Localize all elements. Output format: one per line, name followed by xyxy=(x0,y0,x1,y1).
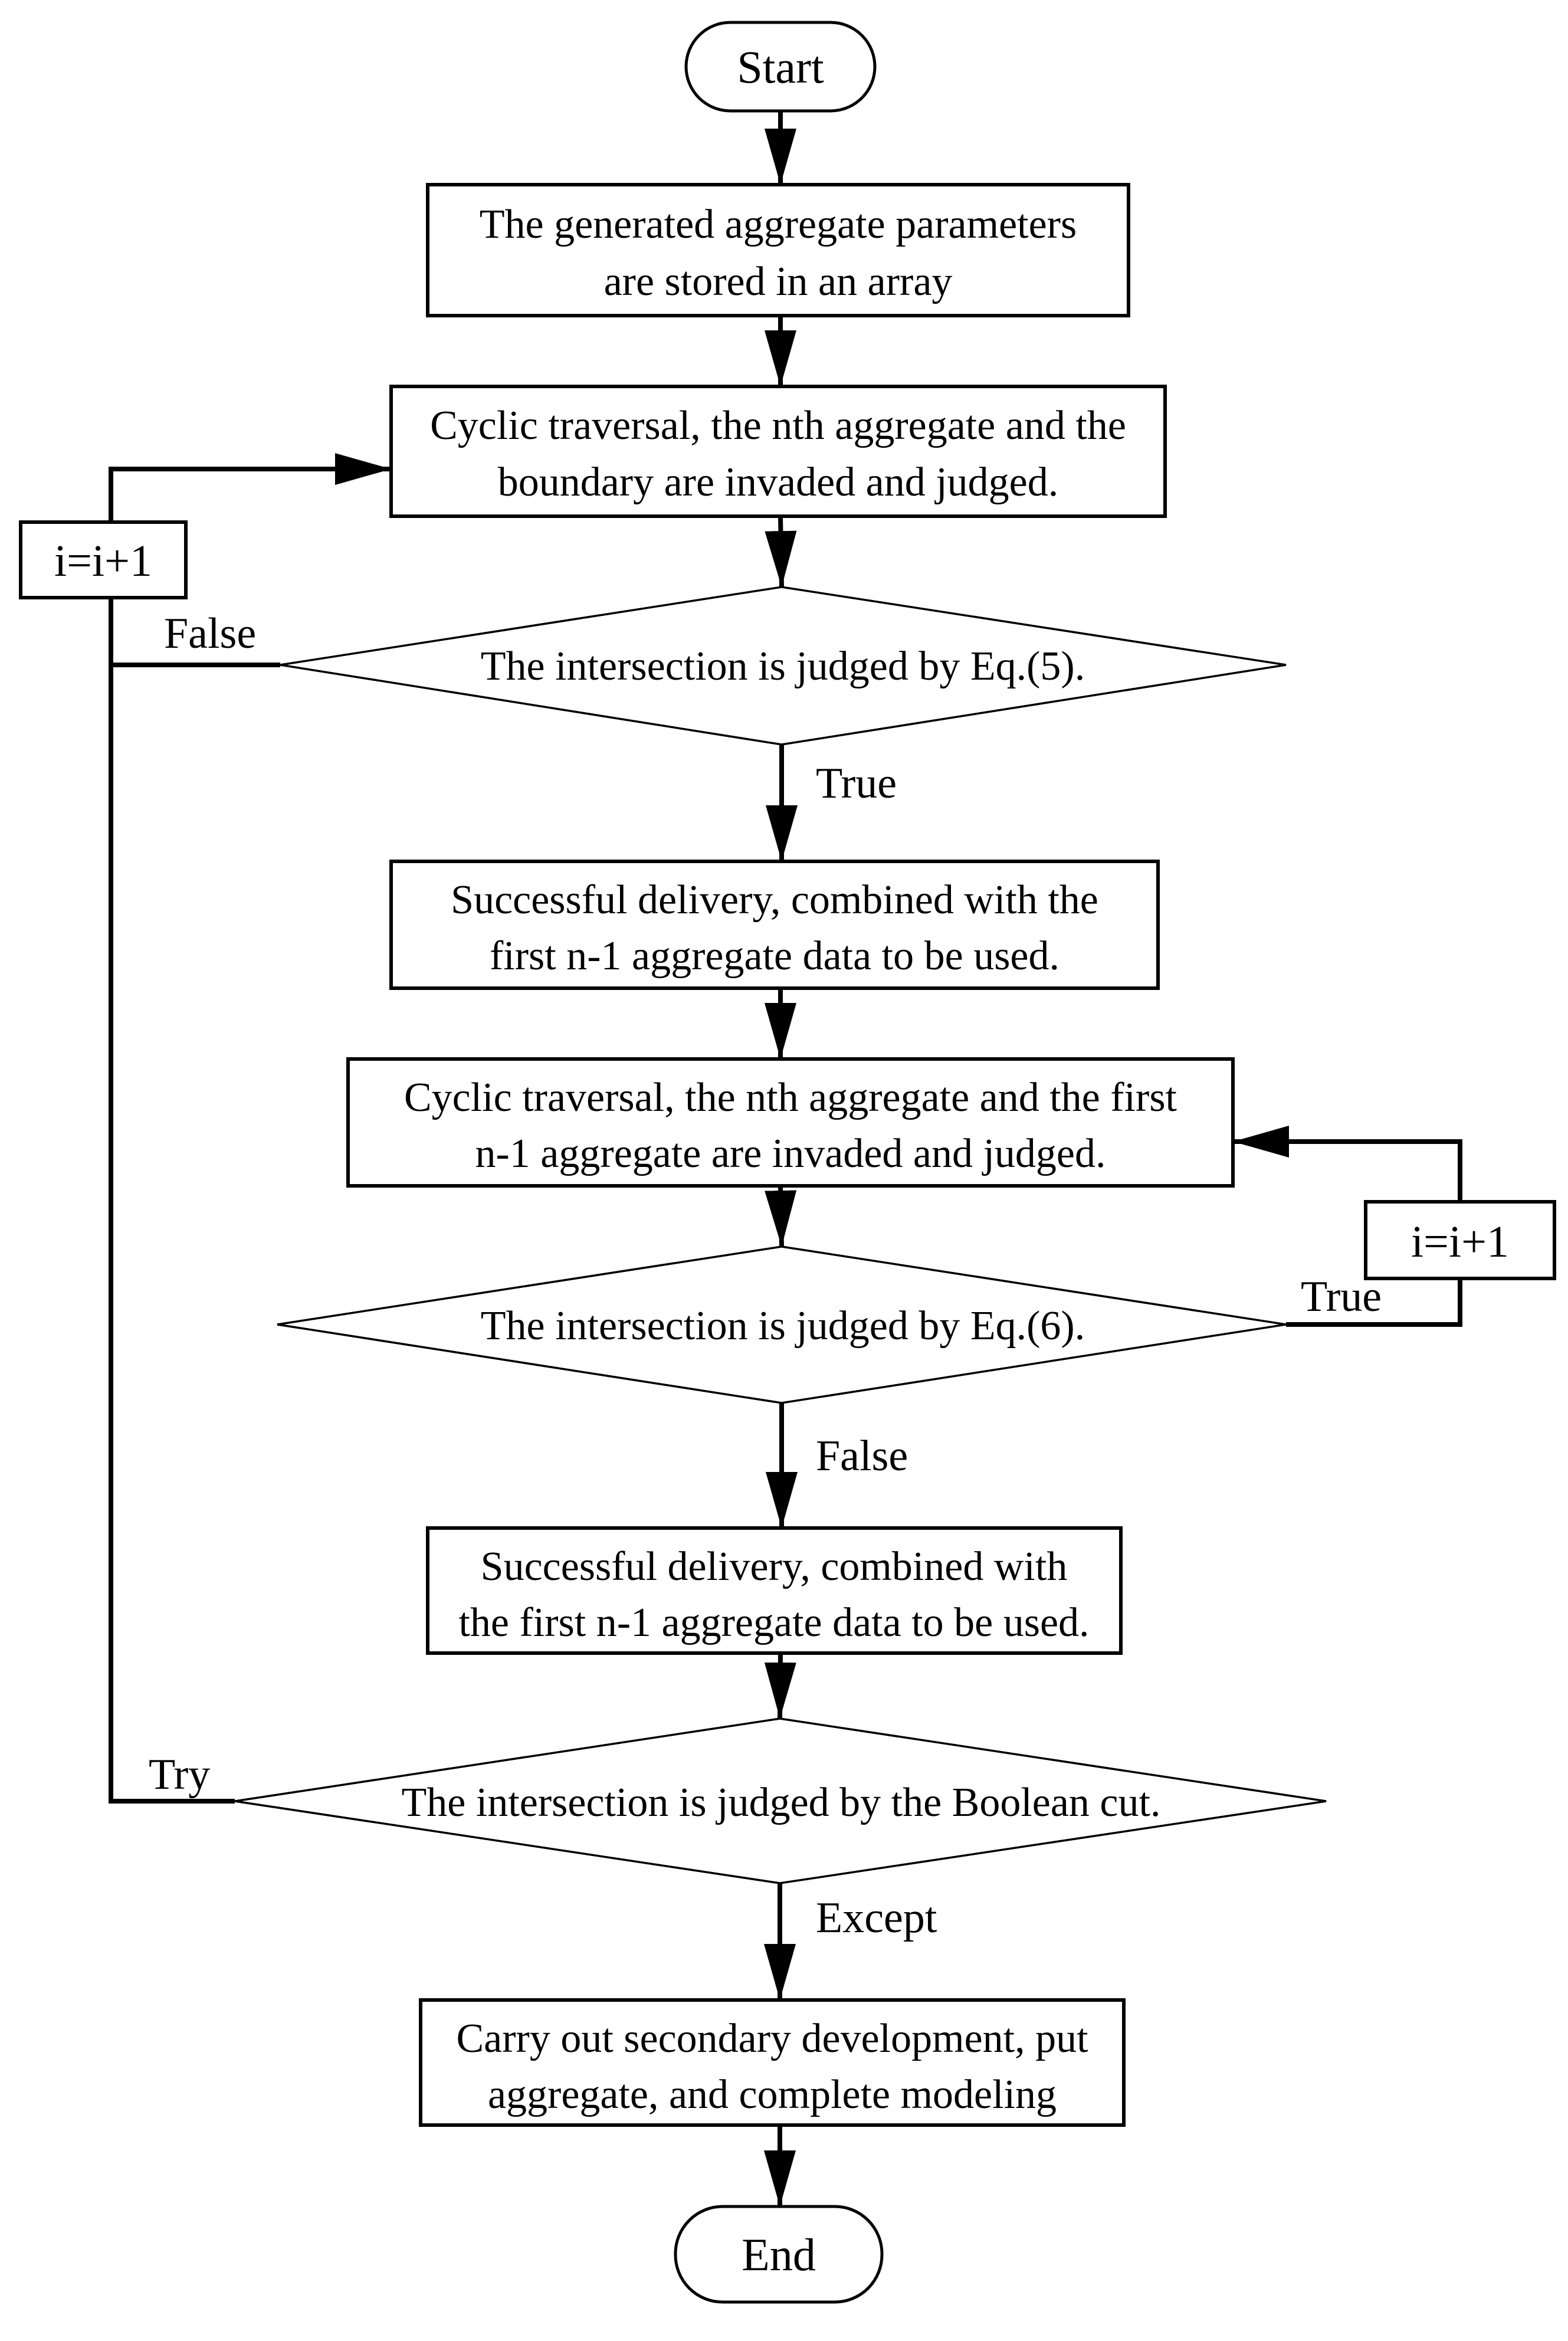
traverse-first-line1: Cyclic traversal, the nth aggregate and … xyxy=(404,1075,1177,1120)
judge-boolean-diamond xyxy=(234,1717,1327,1884)
node-judge-eq5: The intersection is judged by Eq.(5). xyxy=(280,586,1287,746)
judge-eq5-label: The intersection is judged by Eq.(5). xyxy=(481,644,1085,689)
node-traverse-boundary: Cyclic traversal, the nth aggregate and … xyxy=(389,385,1167,518)
node-delivery-second: Successful delivery, combined with the f… xyxy=(426,1526,1123,1655)
secondary-dev-line1: Carry out secondary development, put xyxy=(456,2016,1088,2061)
delivery-second-line1: Successful delivery, combined with xyxy=(481,1544,1068,1589)
store-params-line1: The generated aggregate parameters xyxy=(480,202,1077,247)
node-store-params: The generated aggregate parameters are s… xyxy=(426,183,1130,317)
end-label: End xyxy=(742,2229,816,2280)
traverse-boundary-box xyxy=(389,385,1167,518)
traverse-first-line2: n-1 aggregate are invaded and judged. xyxy=(475,1131,1106,1176)
edge-label-except: Except xyxy=(816,1894,937,1942)
node-secondary-dev: Carry out secondary development, put agg… xyxy=(419,1998,1126,2127)
node-end: End xyxy=(674,2205,884,2304)
node-delivery-first: Successful delivery, combined with the f… xyxy=(389,860,1160,990)
increment-left-box xyxy=(19,520,188,599)
delivery-second-box xyxy=(426,1526,1123,1655)
judge-eq6-label: The intersection is judged by Eq.(6). xyxy=(481,1303,1085,1349)
edge-label-true-eq6: True xyxy=(1301,1273,1382,1321)
delivery-first-line1: Successful delivery, combined with the xyxy=(451,877,1098,923)
increment-left-label: i=i+1 xyxy=(54,536,152,586)
edge-traverse-boundary-to-judge-eq5 xyxy=(765,516,797,588)
traverse-boundary-line2: boundary are invaded and judged. xyxy=(498,460,1059,505)
traverse-first-box xyxy=(346,1057,1235,1188)
node-start: Start xyxy=(684,21,877,113)
increment-right-label: i=i+1 xyxy=(1411,1217,1509,1267)
node-judge-eq6: The intersection is judged by Eq.(6). xyxy=(277,1245,1287,1404)
edge-label-try: Try xyxy=(149,1750,210,1799)
node-increment-right: i=i+1 xyxy=(1364,1200,1556,1280)
traverse-boundary-line1: Cyclic traversal, the nth aggregate and … xyxy=(430,403,1126,448)
edge-label-true-eq5: True xyxy=(816,759,897,808)
increment-right-box xyxy=(1364,1200,1556,1280)
node-increment-left: i=i+1 xyxy=(19,520,188,599)
node-traverse-first: Cyclic traversal, the nth aggregate and … xyxy=(346,1057,1235,1188)
secondary-dev-box xyxy=(419,1998,1126,2127)
end-terminator-shape xyxy=(674,2205,884,2304)
edge-label-false-eq6: False xyxy=(816,1432,908,1480)
store-params-box xyxy=(426,183,1130,317)
edge-label-false-eq5: False xyxy=(164,609,256,658)
delivery-first-box xyxy=(389,860,1160,990)
secondary-dev-line2: aggregate, and complete modeling xyxy=(488,2072,1057,2117)
start-label: Start xyxy=(737,41,824,93)
store-params-line2: are stored in an array xyxy=(604,259,953,304)
delivery-second-line2: the first n-1 aggregate data to be used. xyxy=(458,1600,1089,1645)
judge-boolean-label: The intersection is judged by the Boolea… xyxy=(402,1780,1161,1825)
delivery-first-line2: first n-1 aggregate data to be used. xyxy=(490,933,1059,979)
edge-try-loop-rail xyxy=(109,453,391,1804)
edge-traverse-first-to-judge-eq6 xyxy=(765,1185,797,1247)
judge-eq5-diamond xyxy=(280,586,1287,746)
judge-eq6-diamond xyxy=(277,1245,1287,1404)
start-terminator-shape xyxy=(684,21,877,113)
node-judge-boolean: The intersection is judged by the Boolea… xyxy=(234,1717,1327,1884)
